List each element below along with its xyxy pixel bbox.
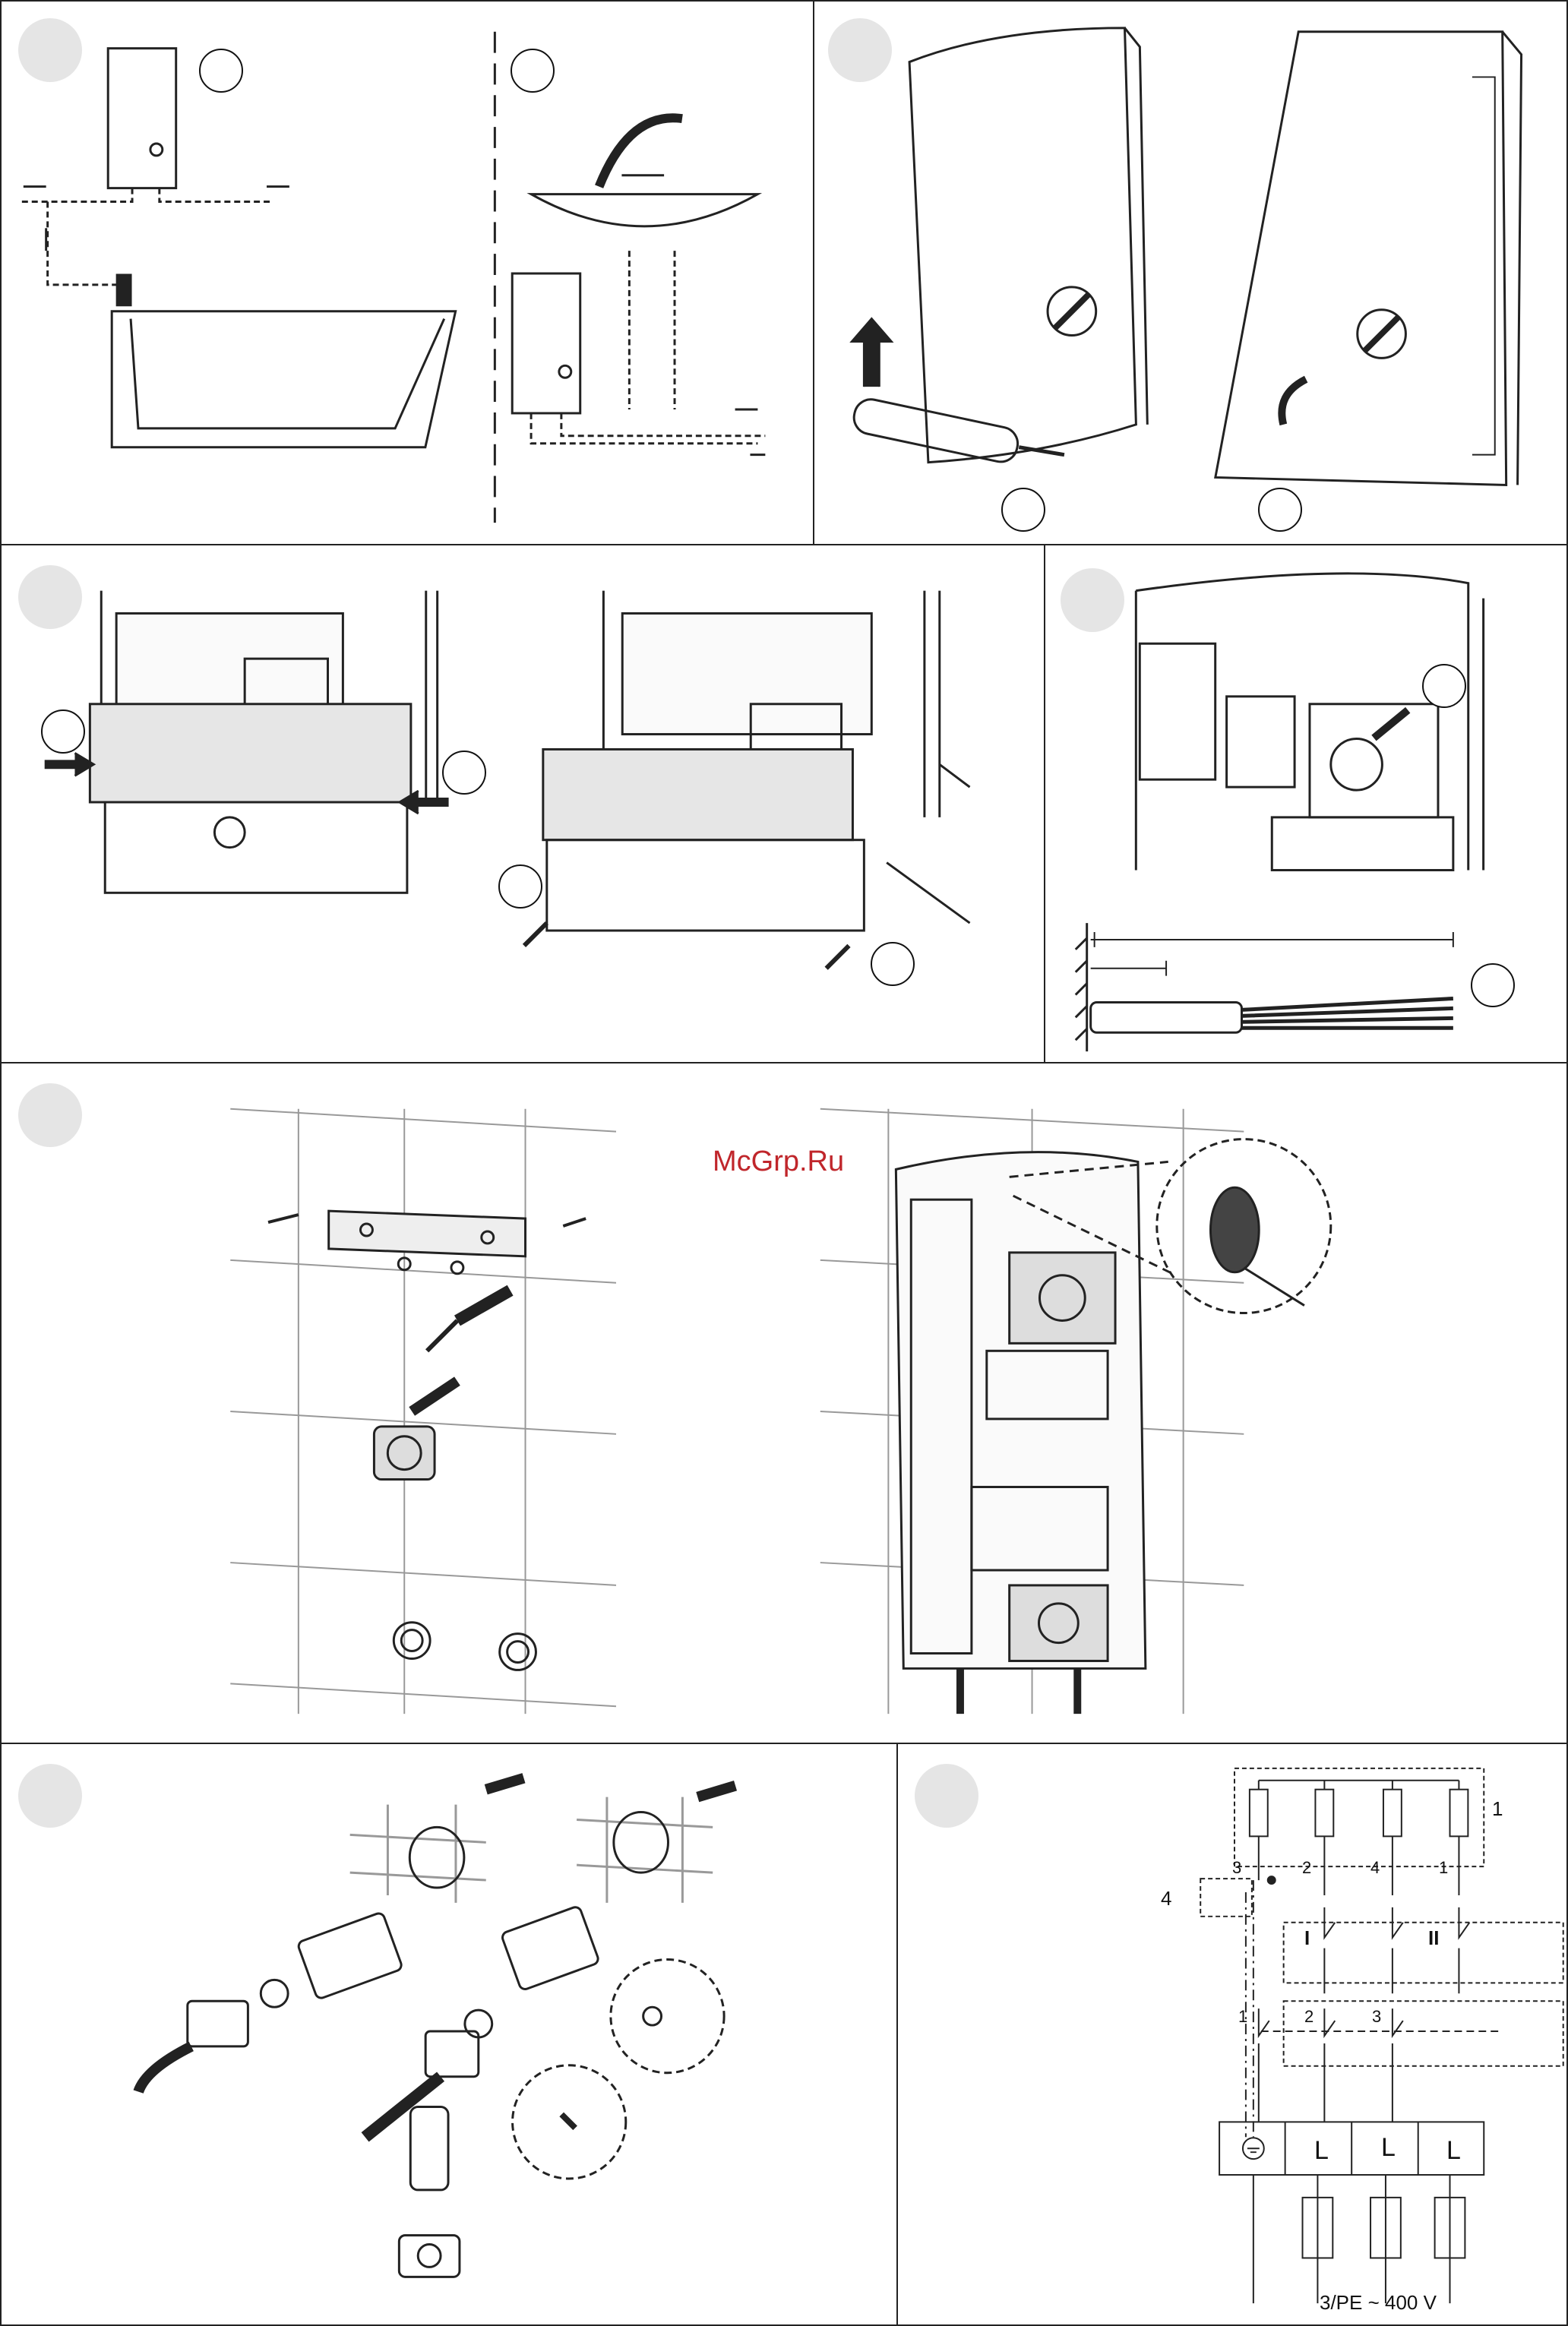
terminal-label: L [1381, 2133, 1396, 2163]
switch-label: 4 [1370, 1858, 1380, 1878]
panel-wall-mounting: McGrp.Ru [0, 1062, 1568, 1744]
cover-removal-diagram [814, 2, 1566, 544]
switch-label: 2 [1302, 1858, 1311, 1878]
step-indicator [828, 18, 892, 82]
switch-label: 1 [1439, 1858, 1448, 1878]
panel-installation-options [0, 0, 814, 545]
panel-open-cover [813, 0, 1568, 545]
callout-circle [1471, 963, 1515, 1007]
callout-circle [1422, 664, 1466, 708]
switch-label: 3 [1372, 2007, 1381, 2027]
wiring-schematic [898, 1744, 1566, 2324]
panel-cable-preparation [1044, 544, 1568, 1063]
installation-diagram [2, 2, 813, 544]
callout-circle [511, 49, 555, 93]
callout-circle [1001, 488, 1045, 532]
callout-circle [498, 864, 542, 909]
watermark-text: McGrp.Ru [713, 1146, 844, 1178]
step-indicator [18, 1764, 82, 1828]
step-indicator [18, 18, 82, 82]
callout-circle [442, 751, 486, 795]
supply-voltage-label: 3/PE ~ 400 V [1320, 2291, 1437, 2315]
callout-circle [41, 709, 85, 754]
water-connection-diagram [2, 1744, 896, 2324]
step-indicator [18, 1083, 82, 1147]
switch-label: 1 [1238, 2007, 1247, 2027]
step-indicator [915, 1764, 978, 1828]
switch-label: I [1304, 1926, 1310, 1950]
panel-remove-lower-part [0, 544, 1045, 1063]
callout-circle [1258, 488, 1302, 532]
schematic-label-element: 1 [1492, 1797, 1503, 1821]
terminal-label: L [1446, 2136, 1461, 2166]
step-indicator [1061, 568, 1124, 632]
panel-electrical-schematic: 1 4 3 2 4 1 I II 1 2 3 L L L 3/PE ~ 400 … [896, 1743, 1568, 2326]
step-indicator [18, 565, 82, 629]
switch-label: II [1428, 1926, 1439, 1950]
callout-circle [871, 942, 915, 986]
panel-water-connection [0, 1743, 898, 2326]
switch-label: 2 [1304, 2007, 1314, 2027]
callout-circle [199, 49, 243, 93]
switch-label: 3 [1232, 1858, 1241, 1878]
schematic-label-thermal: 4 [1161, 1887, 1171, 1910]
terminal-label: L [1314, 2136, 1329, 2166]
